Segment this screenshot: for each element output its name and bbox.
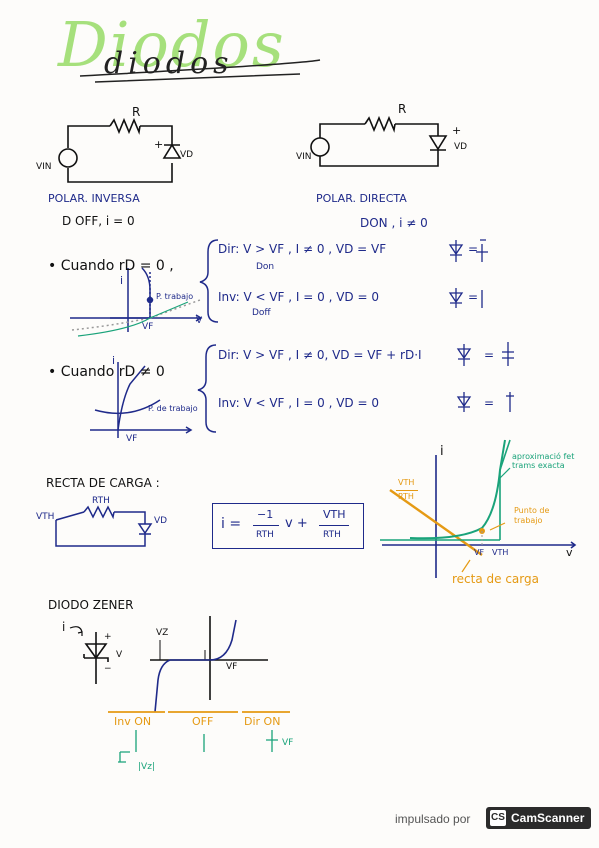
- right-caption: POLAR. DIRECTA: [316, 192, 407, 205]
- zener-i: i: [62, 620, 66, 634]
- case2-eq-dir: =: [484, 348, 495, 362]
- recta-vd: VD: [154, 516, 168, 526]
- recta-label-aprox: aproximació fet trams exacta: [512, 452, 575, 470]
- recta-vth: VTH: [36, 512, 55, 522]
- recta-title: RECTA DE CARGA :: [46, 476, 160, 490]
- zener-v: V: [116, 650, 123, 660]
- eq-den1: RTH: [256, 530, 274, 540]
- zener-inv-on: Inv ON: [114, 715, 152, 728]
- zener-plus: +: [104, 632, 112, 642]
- circuit-inversa: [58, 117, 182, 183]
- right-r-label: R: [398, 102, 407, 116]
- left-plus-label: +: [154, 138, 164, 151]
- case1-dir: Dir: V > VF , I ≠ 0 , VD = VF: [218, 242, 387, 256]
- recta-graph-vf: VF: [474, 548, 485, 557]
- case2-label: • Cuando rD ≠ 0: [48, 364, 165, 380]
- eq-frac-bar1: [253, 525, 279, 526]
- eq-frac-bar2: [319, 525, 349, 526]
- zener-inv-val: |Vz|: [138, 762, 155, 772]
- right-state: DON , i ≠ 0: [360, 216, 428, 230]
- right-vin-label: VIN: [296, 152, 312, 162]
- zener-symbols: [118, 730, 278, 763]
- zener-dir-val: VF: [282, 738, 294, 748]
- case1-eq-inv: =: [468, 290, 479, 304]
- case1-graph-i: i: [120, 274, 124, 287]
- recta-rth: RTH: [92, 496, 110, 506]
- eq-num2: VTH: [323, 508, 346, 521]
- title-underline: [79, 59, 321, 83]
- recta-graph-y-den: RTH: [398, 492, 414, 501]
- eq-lhs: i =: [221, 516, 242, 532]
- zener-vf: VF: [226, 662, 238, 672]
- recta-label-punto: Punto de trabajo: [514, 506, 550, 525]
- zener-title: DIODO ZENER: [48, 598, 134, 612]
- case2-drawing: [90, 344, 217, 438]
- right-plus-label: +: [452, 124, 462, 137]
- left-state: D OFF, i = 0: [62, 214, 135, 228]
- page-subtitle: diodos: [104, 46, 234, 81]
- left-vin-label: VIN: [36, 162, 52, 172]
- right-vd-label: VD: [454, 142, 468, 152]
- recta-graph-y-bar: [396, 490, 418, 491]
- eq-v: v +: [285, 516, 308, 531]
- recta-graph-vth: VTH: [492, 548, 509, 557]
- left-r-label: R: [132, 105, 141, 119]
- case1-graph-vf: VF: [142, 322, 154, 332]
- case2-dir: Dir: V > VF , I ≠ 0, VD = VF + rD·I: [218, 348, 422, 362]
- zener-graph: [150, 616, 268, 713]
- recta-graph: [380, 439, 577, 578]
- recta-label-recta: recta de carga: [452, 572, 539, 586]
- recta-graph-y: VTH: [398, 478, 415, 487]
- case2-graph-p: P. de trabajo: [148, 404, 198, 413]
- case1-inv-sub: Doff: [252, 308, 271, 318]
- case1-dir-sub: Don: [256, 262, 275, 272]
- case2-inv: Inv: V < VF , I = 0 , VD = 0: [218, 396, 379, 410]
- recta-circuit: [55, 505, 153, 547]
- circuit-directa: [310, 115, 448, 167]
- eq-den2: RTH: [323, 530, 341, 540]
- case1-inv: Inv: V < VF , I = 0 , VD = 0: [218, 290, 379, 304]
- case1-graph-v: V: [196, 316, 203, 326]
- recta-graph-i: i: [440, 444, 444, 459]
- case1-green: [77, 301, 189, 337]
- recta-equation-box: i = −1 RTH v + VTH RTH: [212, 503, 364, 549]
- left-caption: POLAR. INVERSA: [48, 192, 140, 205]
- eq-num1: −1: [257, 508, 274, 521]
- case1-symbols: [448, 239, 488, 308]
- zener-off: OFF: [192, 715, 214, 728]
- camscanner-badge: [486, 807, 591, 829]
- case1-eq-dir: =: [468, 242, 479, 256]
- case2-graph-i: i: [112, 354, 116, 367]
- recta-graph-v: v: [566, 546, 573, 559]
- zener-minus: −: [104, 664, 112, 674]
- case1-label: • Cuando rD = 0 ,: [48, 258, 174, 274]
- zener-vz: VZ: [156, 628, 169, 638]
- left-vd-label: VD: [180, 150, 194, 160]
- camscanner-brand: CamScanner: [511, 811, 585, 825]
- camscanner-logo-icon: CS: [490, 810, 506, 826]
- case2-symbols: [456, 342, 514, 412]
- case2-eq-inv: =: [484, 396, 495, 410]
- zener-dir-on: Dir ON: [244, 715, 281, 728]
- case1-drawing: [70, 239, 219, 332]
- footer-text: impulsado por: [395, 812, 471, 826]
- page-title: Diodos: [58, 8, 286, 81]
- zener-drawing: [69, 626, 109, 684]
- case1-graph-p: P. trabajo: [156, 292, 194, 301]
- case2-graph-vf: VF: [126, 434, 138, 444]
